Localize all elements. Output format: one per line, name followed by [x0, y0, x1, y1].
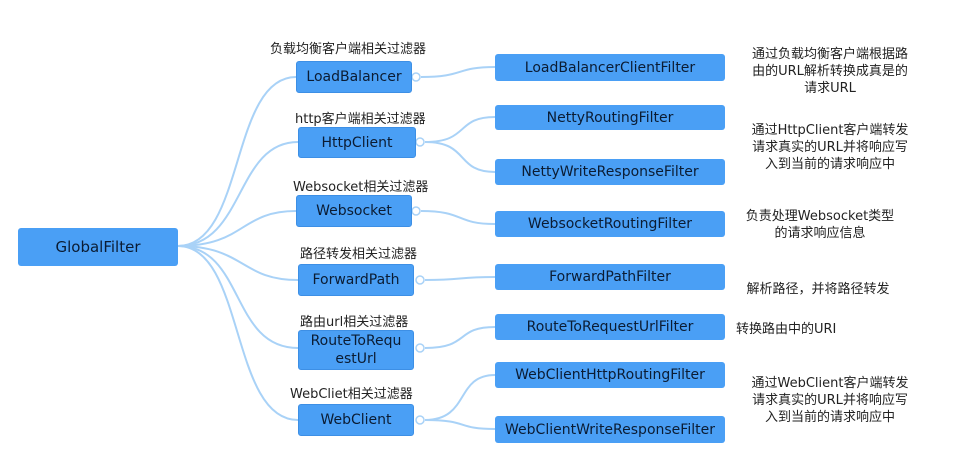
caption-httpclient: http客户端相关过滤器 [295, 112, 426, 127]
description-forwardpath: 解析路径，并将路径转发 [736, 281, 900, 298]
filter-node-nettywriteresponsefilter: NettyWriteResponseFilter [495, 159, 725, 185]
description-line: 通过WebClient客户端转发 [751, 376, 909, 391]
filter-node-webclientwriteresponsefilter: WebClientWriteResponseFilter [495, 416, 725, 443]
category-node-forwardpath: ForwardPath [298, 264, 414, 296]
filter-node-websocketroutingfilter: WebsocketRoutingFilter [495, 211, 725, 237]
description-line: 的请求响应信息 [774, 226, 866, 241]
caption-forwardpath: 路径转发相关过滤器 [300, 247, 418, 262]
category-node-websocket: Websocket [296, 195, 412, 227]
description-routetorequesturl: 转换路由中的URI [736, 321, 856, 338]
caption-websocket: Websocket相关过滤器 [293, 180, 429, 195]
description-webclient: 通过WebClient客户端转发 请求真实的URL并将响应写 入到当前的请求响应… [733, 375, 927, 426]
description-line: 请求真实的URL并将响应写 [752, 393, 908, 408]
filter-node-routetorequesturlfilter: RouteToRequestUrlFilter [495, 314, 725, 340]
description-line: 入到当前的请求响应中 [764, 410, 895, 425]
root-node-globalfilter: GlobalFilter [18, 228, 178, 266]
category-label-line: RouteToRequ [310, 333, 402, 349]
description-httpclient: 通过HttpClient客户端转发 请求真实的URL并将响应写 入到当前的请求响… [733, 122, 927, 173]
filter-node-nettyroutingfilter: NettyRoutingFilter [495, 105, 725, 130]
category-label-line: estUrl [335, 351, 377, 367]
description-line: 转换路由中的URI [736, 322, 837, 337]
category-node-httpclient: HttpClient [298, 127, 416, 158]
description-websocket: 负责处理Websocket类型 的请求响应信息 [736, 208, 904, 242]
description-line: 负责处理Websocket类型 [745, 209, 895, 224]
description-line: 请求URL [804, 81, 856, 96]
description-line: 通过负载均衡客户端根据路 [751, 47, 908, 62]
description-loadbalancer: 通过负载均衡客户端根据路 由的URL解析转换成真是的 请求URL [735, 46, 925, 97]
filter-node-webclienthttproutingfilter: WebClientHttpRoutingFilter [495, 362, 725, 388]
category-node-webclient: WebClient [298, 404, 414, 436]
caption-webclient: WebCliet相关过滤器 [290, 387, 413, 402]
description-line: 由的URL解析转换成真是的 [752, 64, 908, 79]
filter-node-forwardpathfilter: ForwardPathFilter [495, 264, 725, 290]
description-line: 入到当前的请求响应中 [764, 157, 895, 172]
filter-node-loadbalancerclientfilter: LoadBalancerClientFilter [495, 54, 725, 81]
description-line: 通过HttpClient客户端转发 [751, 123, 909, 138]
caption-loadbalancer: 负载均衡客户端相关过滤器 [270, 42, 427, 57]
caption-routetorequesturl: 路由url相关过滤器 [300, 315, 409, 330]
description-line: 解析路径，并将路径转发 [746, 282, 890, 297]
description-line: 请求真实的URL并将响应写 [752, 140, 908, 155]
category-node-routetorequesturl: RouteToRequ estUrl [298, 330, 414, 370]
category-node-loadbalancer: LoadBalancer [296, 61, 412, 93]
